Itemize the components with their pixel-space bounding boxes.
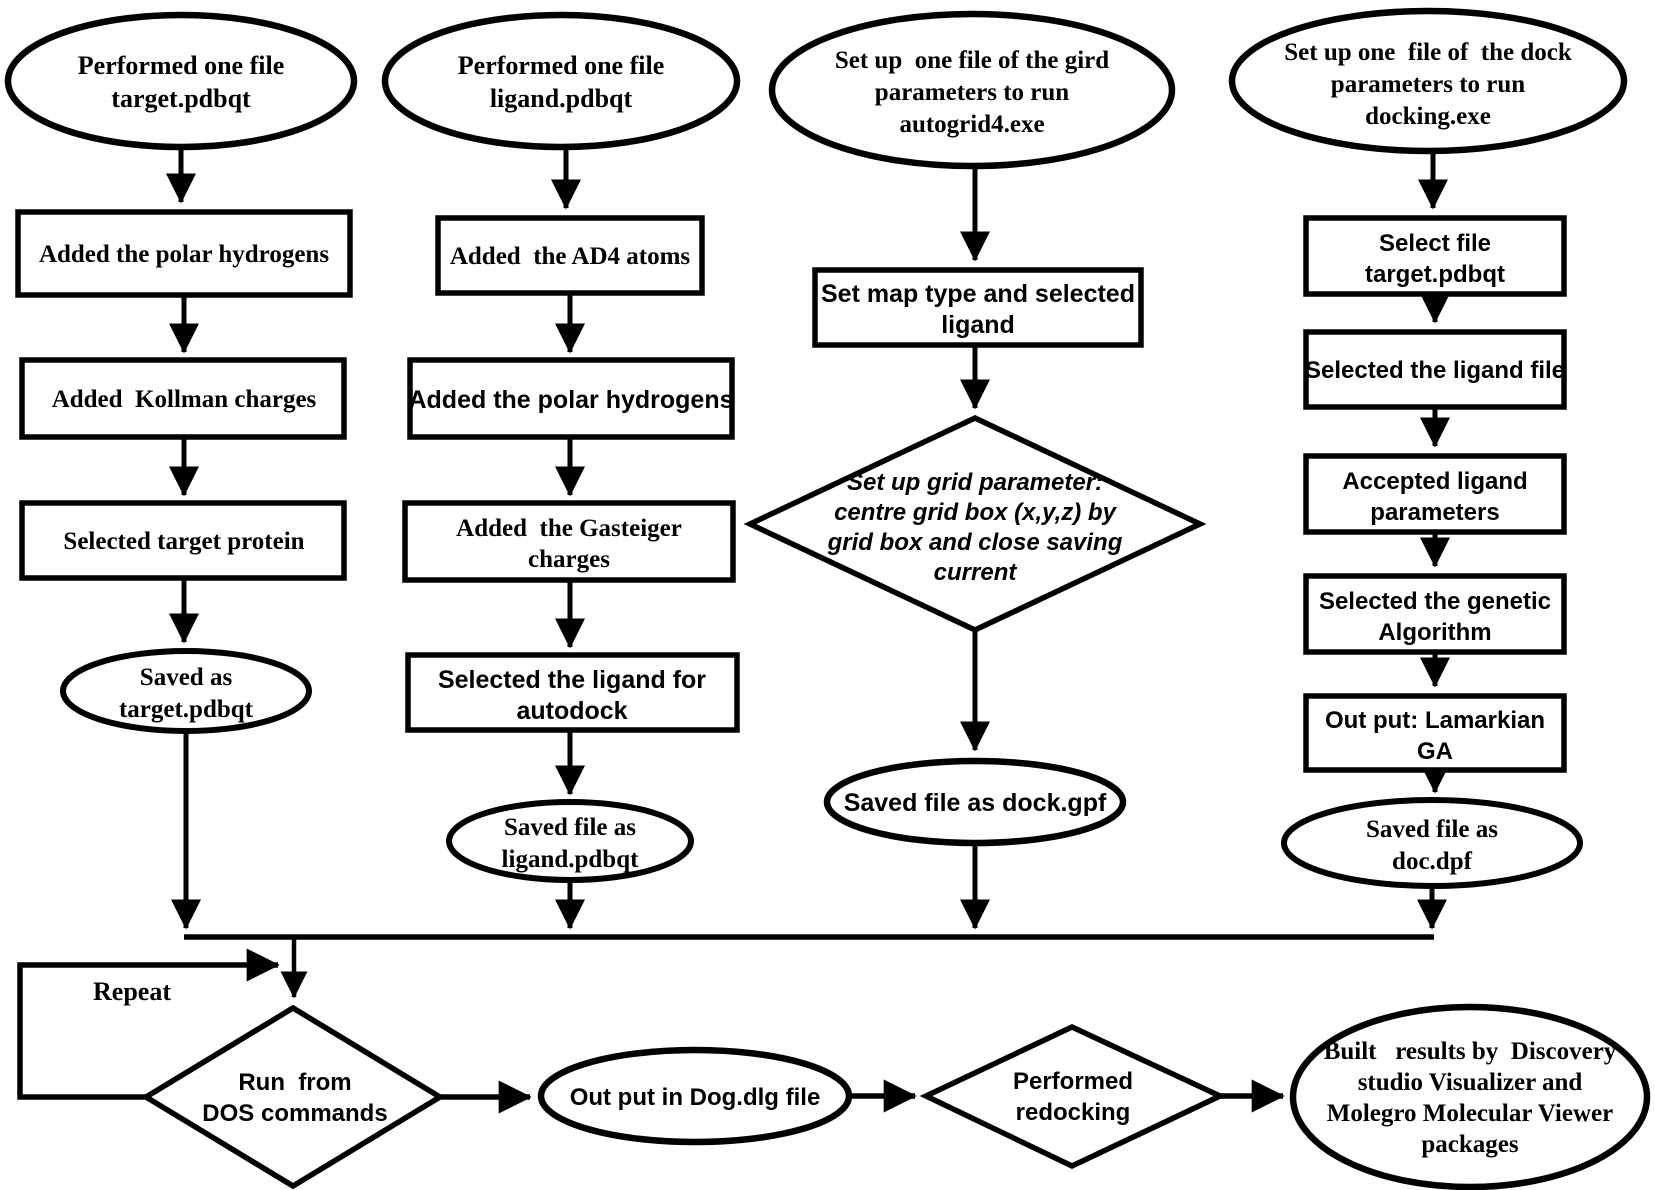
run-dos-label-line1: Run from bbox=[238, 1069, 351, 1096]
c3-end-label: Saved file as dock.gpf bbox=[844, 789, 1107, 817]
c2-step-polar-hydrogens-box bbox=[407, 357, 735, 440]
c2-step-ad4-atoms-box bbox=[435, 215, 705, 296]
column-prepare-ligand: Performed one file ligand.pdbqt Added th… bbox=[381, 11, 741, 883]
c3-step1-label-line2: ligand bbox=[941, 311, 1015, 339]
c3-start-label-line2: parameters to run bbox=[875, 79, 1069, 106]
c2-step-select-ligand-box bbox=[405, 652, 740, 733]
c3-start-label-line1: Set up one file of the gird bbox=[835, 47, 1109, 74]
c4-step-accepted-ligand-parameters-box bbox=[1303, 453, 1567, 535]
final-label-line1: Built results by Discovery bbox=[1324, 1038, 1617, 1065]
c3-step-set-map-type-box bbox=[812, 267, 1144, 348]
c4-step-select-file-target-box bbox=[1303, 215, 1567, 297]
column-grid-parameters: Set up one file of the gird parameters t… bbox=[743, 10, 1207, 847]
final-results-ellipse bbox=[1289, 1003, 1651, 1190]
c4-step5-label-line1: Out put: Lamarkian bbox=[1325, 707, 1545, 734]
output-dlg-label: Out put in Dog.dlg file bbox=[570, 1084, 821, 1111]
c2-step1-label: Added the AD4 atoms bbox=[450, 243, 691, 270]
c3-start-label-line3: autogrid4.exe bbox=[899, 111, 1044, 138]
run-dos-commands-diamond bbox=[140, 1004, 446, 1190]
c1-step-selected-target-protein-box bbox=[19, 500, 347, 581]
c2-step4-label-line1: Selected the ligand for bbox=[438, 666, 706, 694]
c2-end-label-line2: ligand.pdbqt bbox=[502, 846, 640, 873]
c1-step-kollman-charges-box bbox=[19, 357, 347, 440]
c3-decision-label-line4: current bbox=[934, 559, 1018, 586]
c3-end-ellipse bbox=[823, 757, 1127, 847]
performed-redocking-diamond bbox=[919, 1023, 1227, 1170]
c4-step3-label-line2: parameters bbox=[1370, 499, 1499, 526]
c1-end-ellipse bbox=[60, 648, 312, 734]
c1-step-added-polar-hydrogens-box bbox=[15, 209, 353, 298]
redocking-label-line1: Performed bbox=[1013, 1068, 1133, 1095]
final-label-line3: Molegro Molecular Viewer bbox=[1327, 1100, 1613, 1127]
c4-step1-label-line2: target.pdbqt bbox=[1365, 261, 1505, 288]
c2-start-label-line1: Performed one file bbox=[458, 51, 664, 80]
c3-grid-parameter-decision-diamond bbox=[743, 414, 1207, 634]
column-prepare-target: Performed one file target.pdbqt Added th… bbox=[4, 11, 358, 734]
c4-step-selected-ligand-file-box bbox=[1303, 329, 1567, 410]
column-dock-parameters: Set up one file of the dock parameters t… bbox=[1228, 7, 1628, 889]
c4-end-ellipse bbox=[1281, 797, 1583, 889]
c1-step2-label: Added Kollman charges bbox=[52, 386, 317, 413]
c4-step4-label-line1: Selected the genetic bbox=[1319, 588, 1551, 615]
c4-start-label-line1: Set up one file of the dock bbox=[1284, 39, 1572, 66]
repeat-loop-arrow bbox=[17, 948, 280, 1100]
c4-step2-label: Selected the ligand file bbox=[1305, 357, 1565, 384]
final-label-line2: studio Visualizer and bbox=[1358, 1069, 1583, 1096]
c4-step-genetic-algorithm-box bbox=[1303, 573, 1567, 655]
repeat-label: Repeat bbox=[93, 977, 171, 1006]
c1-start-label-line2: target.pdbqt bbox=[111, 84, 251, 113]
c4-step-output-lamarkian-ga-box bbox=[1303, 693, 1567, 773]
c2-start-label-line2: ligand.pdbqt bbox=[490, 84, 633, 113]
output-dlg-ellipse bbox=[537, 1046, 853, 1146]
c3-step1-label-line1: Set map type and selected bbox=[821, 280, 1135, 308]
c4-step3-label-line1: Accepted ligand bbox=[1342, 468, 1527, 495]
c3-decision-label-line3: grid box and close saving bbox=[827, 529, 1123, 556]
c4-start-ellipse bbox=[1228, 7, 1628, 155]
c2-start-ellipse bbox=[381, 11, 741, 151]
c1-start-label-line1: Performed one file bbox=[78, 51, 284, 80]
c1-end-label-line1: Saved as bbox=[140, 664, 233, 691]
c1-start-ellipse bbox=[4, 11, 358, 151]
c4-step4-label-line2: Algorithm bbox=[1378, 619, 1491, 646]
c2-step-gasteiger-charges-box bbox=[402, 500, 736, 583]
c3-decision-label-line2: centre grid box (x,y,z) by bbox=[834, 499, 1117, 526]
c2-step3-label-line1: Added the Gasteiger bbox=[456, 515, 682, 542]
c3-decision-label-line1: Set up grid parameter: bbox=[847, 469, 1103, 496]
c2-step3-label-line2: charges bbox=[528, 546, 610, 573]
c1-step1-label: Added the polar hydrogens bbox=[39, 241, 329, 268]
c4-start-label-line2: parameters to run bbox=[1331, 71, 1525, 98]
c4-step1-label-line1: Select file bbox=[1379, 230, 1491, 257]
connectors bbox=[17, 147, 1450, 1114]
run-dos-label-line2: DOS commands bbox=[202, 1100, 387, 1127]
c3-start-ellipse bbox=[768, 10, 1176, 170]
bottom-flow-row: Repeat Run from DOS commands Out put in … bbox=[93, 977, 1651, 1190]
c4-step5-label-line2: GA bbox=[1417, 738, 1453, 765]
c1-end-label-line2: target.pdbqt bbox=[119, 696, 254, 723]
final-label-line4: packages bbox=[1421, 1131, 1519, 1158]
c4-start-label-line3: docking.exe bbox=[1365, 103, 1491, 130]
c1-step3-label: Selected target protein bbox=[63, 528, 304, 555]
redocking-label-line2: redocking bbox=[1016, 1099, 1131, 1126]
c2-step2-label: Added the polar hydrogens bbox=[408, 386, 733, 414]
c2-end-ellipse bbox=[446, 799, 694, 883]
c4-end-label-line1: Saved file as bbox=[1366, 816, 1498, 843]
c2-end-label-line1: Saved file as bbox=[504, 814, 636, 841]
c2-step4-label-line2: autodock bbox=[516, 697, 627, 725]
c4-end-label-line2: doc.dpf bbox=[1392, 848, 1473, 875]
